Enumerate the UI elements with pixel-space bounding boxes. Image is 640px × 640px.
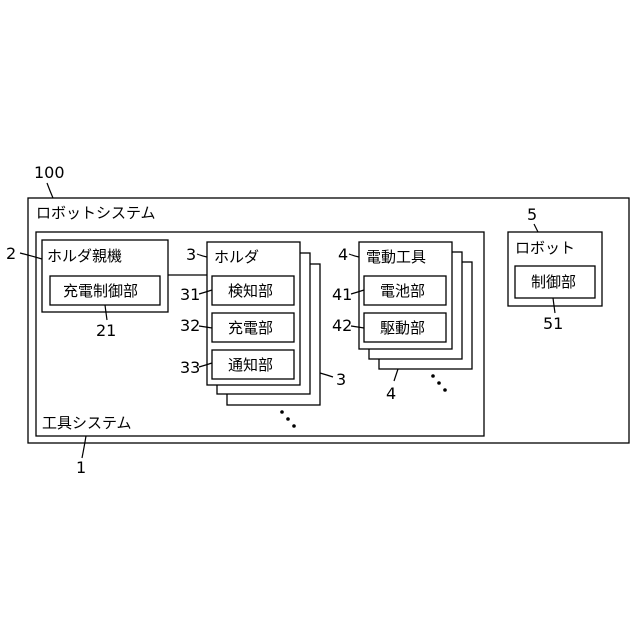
power-tool-label: 電動工具 xyxy=(366,248,426,266)
power-tool-stack-ref: 4 xyxy=(386,384,396,403)
holder-stack-ellipsis-dot xyxy=(292,424,296,428)
charge-control-ref: 21 xyxy=(96,321,116,340)
robot-system-ref: 100 xyxy=(34,163,65,182)
power-tool-ref: 4 xyxy=(338,245,348,264)
power-tool-stack-ellipsis-dot xyxy=(437,381,441,385)
charge-control-label: 充電制御部 xyxy=(63,282,138,300)
holder-stack-ellipsis-dot xyxy=(280,410,284,414)
holder-stack-ref: 3 xyxy=(336,370,346,389)
detector-ref: 31 xyxy=(180,285,200,304)
robot-system-leader xyxy=(47,183,53,198)
battery-ref: 41 xyxy=(332,285,352,304)
holder-label: ホルダ xyxy=(214,248,259,266)
detector-label: 検知部 xyxy=(228,282,273,300)
notifier-ref: 33 xyxy=(180,358,200,377)
holder-stack-ellipsis-dot xyxy=(286,417,290,421)
charger-ref: 32 xyxy=(180,316,200,335)
tool-system-label: 工具システム xyxy=(42,414,132,432)
battery-label: 電池部 xyxy=(380,282,425,300)
holder-parent-ref: 2 xyxy=(6,244,16,263)
drive-label: 駆動部 xyxy=(380,319,425,337)
controller-label: 制御部 xyxy=(531,273,576,291)
charger-label: 充電部 xyxy=(228,319,273,337)
holder-parent-label: ホルダ親機 xyxy=(47,247,122,265)
controller-ref: 51 xyxy=(543,314,563,333)
robot-system-label: ロボットシステム xyxy=(36,204,156,222)
robot-ref: 5 xyxy=(527,205,537,224)
robot-label: ロボット xyxy=(515,239,575,257)
holder-ref: 3 xyxy=(186,245,196,264)
power-tool-stack-ellipsis-dot xyxy=(443,388,447,392)
power-tool-stack-ellipsis-dot xyxy=(431,374,435,378)
drive-ref: 42 xyxy=(332,316,352,335)
tool-system-ref: 1 xyxy=(76,458,86,477)
notifier-label: 通知部 xyxy=(228,356,273,374)
